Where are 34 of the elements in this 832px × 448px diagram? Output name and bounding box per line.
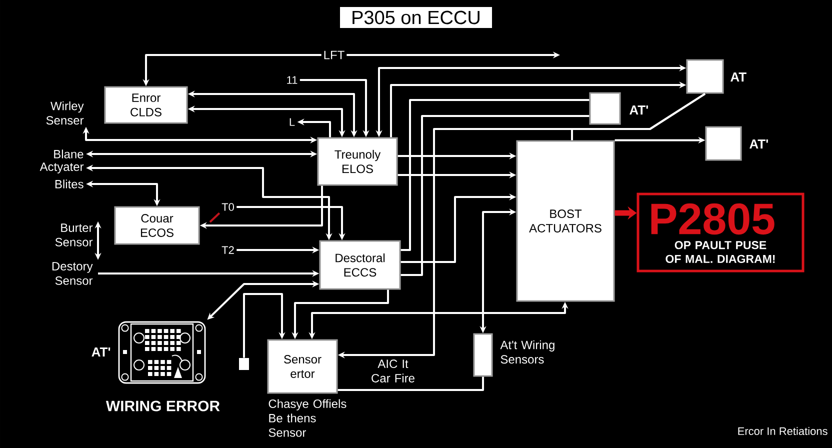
title: P305 on ECCU [340,7,492,28]
signal-label: Blane [54,150,84,158]
signal-label: Actyater [40,162,84,174]
footer-text: Ercor In Retiations [738,426,828,436]
side-label: AT' [630,106,648,114]
side-label: AT' [750,140,768,148]
leader-line [209,212,220,223]
side-label: AT [730,72,746,82]
line [338,376,484,391]
line [400,99,590,251]
process-box: Sensor ertor [267,339,338,394]
node-label: Chasye Offiels Be thens Sensor [268,399,346,437]
signal-label: T2 [222,246,234,254]
line [400,115,590,276]
signal-label: Wirley Senser [46,101,84,125]
node-label: WIRING ERROR [106,400,220,412]
arrow [243,293,286,358]
signal-label: T0 [222,203,234,211]
terminal-square [239,358,249,370]
annotation: AIC It Car Fire [372,360,414,382]
side-label: AT' [92,348,110,356]
signal-label: 11 [287,76,298,84]
signal-label: Destory Sensor [52,262,93,285]
process-box: Enror CLDS [104,86,188,124]
alert-box: P2805 OP PAULT PUSE OF MAL. DIAGRAM! [636,192,804,272]
side-label: At't Wiring Sensors [500,340,554,364]
signal-label: Blites [55,180,84,188]
process-box: Desctoral ECCS [319,240,401,290]
line [571,92,706,140]
signal-label: L [290,118,295,126]
process-box: Couar ECOS [114,206,200,245]
process-box: Treunoly ELOS [317,137,398,186]
process-box: BOST ACTUATORS [516,140,615,302]
signal-label: Burter Sensor [55,224,93,246]
